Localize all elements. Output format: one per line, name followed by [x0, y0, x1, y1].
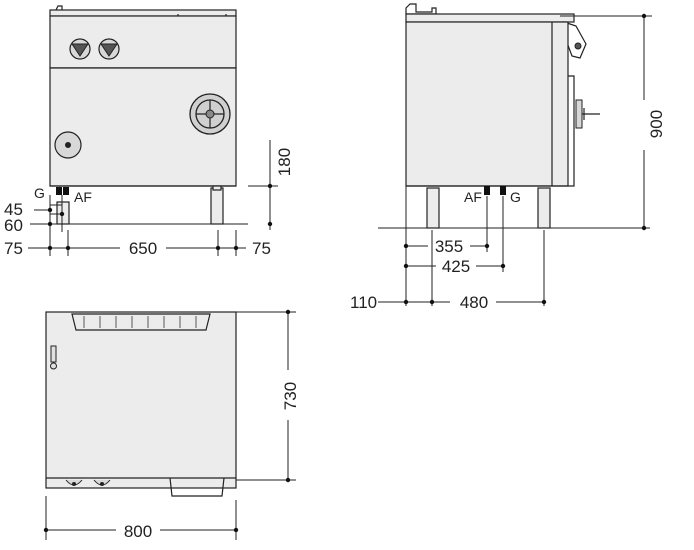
dim-180: 180	[275, 148, 294, 176]
dim-75-right: 75	[252, 239, 271, 258]
dim-800: 800	[124, 522, 152, 541]
top-handle	[169, 477, 225, 497]
side-main-body	[405, 21, 569, 187]
dim-75-left: 75	[4, 239, 23, 258]
dim-110: 110	[350, 293, 377, 312]
top-vent-grille	[71, 313, 211, 331]
side-top-rim	[405, 13, 575, 23]
front-hinge	[55, 5, 63, 11]
front-view: G AF	[30, 5, 248, 225]
side-af-label: AF	[464, 189, 482, 205]
side-g-label: G	[510, 189, 521, 205]
front-foot-right	[210, 187, 224, 225]
handwheel-icon	[189, 93, 231, 135]
front-knob-left	[69, 38, 91, 60]
side-g-block	[500, 186, 506, 195]
side-af-block	[484, 186, 490, 195]
front-knob-right	[98, 38, 120, 60]
side-lid-hinge	[405, 3, 437, 15]
dim-480: 480	[460, 293, 488, 312]
dim-355: 355	[435, 237, 463, 256]
side-dimensions: 900 355 425 110 480	[350, 13, 666, 312]
front-dimensions: 45 60 180 75 650 75	[4, 140, 294, 258]
side-foot-right	[537, 187, 551, 229]
front-af-label: AF	[74, 189, 92, 205]
front-g-label: G	[34, 185, 45, 201]
lid-hinge-icon	[50, 345, 57, 370]
top-view	[45, 311, 237, 497]
top-knob-right	[93, 479, 111, 486]
side-front-panel	[568, 75, 575, 187]
dim-60: 60	[4, 216, 23, 235]
top-vent-slots	[83, 316, 197, 328]
top-knob-left	[65, 479, 83, 486]
g-connection-block	[56, 187, 62, 195]
side-view: AF G	[378, 3, 650, 229]
dim-730: 730	[281, 382, 300, 410]
drain-outlet-icon	[54, 131, 82, 159]
top-outline	[45, 311, 237, 489]
front-foot-right-neck	[212, 185, 222, 191]
side-foot-left	[426, 187, 440, 229]
dim-650: 650	[129, 239, 157, 258]
top-dimensions: 730 800	[43, 309, 300, 541]
front-top-rim	[49, 9, 237, 17]
dim-425: 425	[442, 257, 470, 276]
dim-45: 45	[4, 200, 23, 219]
side-handwheel-icon	[575, 99, 600, 129]
af-connection-block	[63, 187, 69, 195]
dim-900: 900	[647, 110, 666, 138]
